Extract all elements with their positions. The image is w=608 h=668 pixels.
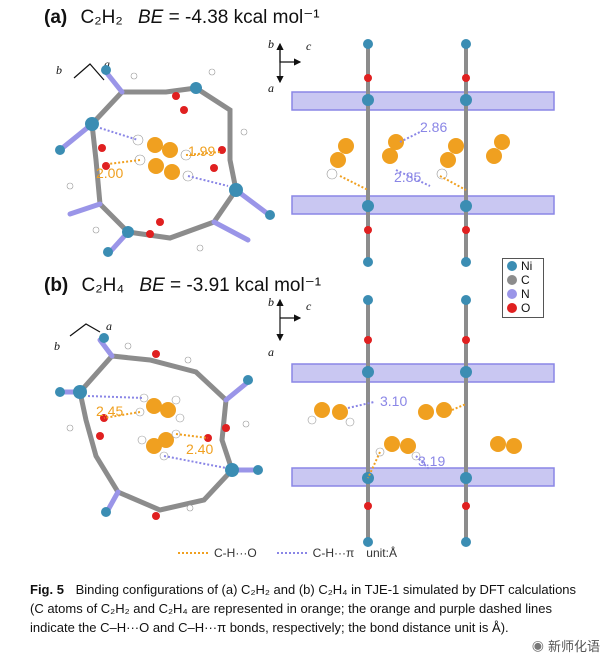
panel-b-label: (b) xyxy=(44,275,69,296)
panel-a-be-value: = -4.38 kcal mol⁻¹ xyxy=(168,7,320,28)
panel-b-left-axis-a: a xyxy=(106,319,112,333)
panel-a-left-axis-a: a xyxy=(104,57,110,71)
panel-b-be-label: BE xyxy=(139,275,165,296)
panel-a-distance-1: 1.99 xyxy=(188,143,215,159)
c-atom-icon xyxy=(507,275,517,285)
figure-caption: Fig. 5 Binding configurations of (a) C₂H… xyxy=(30,580,578,637)
ni-atom-icon xyxy=(507,261,517,271)
watermark: ◉ 新师化语 xyxy=(531,636,600,655)
panel-a-right-axis-c: c xyxy=(306,39,312,53)
caption-text: Binding configurations of (a) C₂H₂ and (… xyxy=(30,582,577,635)
panel-a-label: (a) xyxy=(44,7,68,28)
legend-item-o: O xyxy=(503,301,543,315)
panel-b-right-ethylene xyxy=(307,402,522,461)
panel-a-left-axis-b: b xyxy=(56,63,62,77)
panel-b-left-structure: b a xyxy=(54,319,263,520)
bond-legend-unit: unit:Å xyxy=(366,546,397,560)
purple-dash-icon xyxy=(276,552,307,554)
panel-b-molecule: C₂H₄ xyxy=(81,275,125,296)
legend-label-o: O xyxy=(521,301,531,315)
panel-b-distance-4: 3.19 xyxy=(418,453,445,469)
panel-a-right-structure: b c a 2.86 2.85 xyxy=(268,37,555,267)
legend-label-ni: Ni xyxy=(521,259,533,273)
panel-b-left-axis-b: b xyxy=(54,339,60,353)
panel-b-be-value: = -3.91 kcal mol⁻¹ xyxy=(170,275,322,296)
panel-a-molecule: C₂H₂ xyxy=(80,7,123,28)
orange-dash-icon xyxy=(178,552,208,554)
panel-b-ethylene xyxy=(135,393,185,461)
panel-b-distance-1: 2.45 xyxy=(96,403,123,419)
panel-b-title: (b) C₂H₄ BE = -3.91 kcal mol⁻¹ xyxy=(44,274,321,297)
panel-b-right-structure: b c a 3.10 3.19 xyxy=(268,295,555,547)
legend-item-ni: Ni xyxy=(503,259,543,273)
bond-legend-ch-pi: C-H···π xyxy=(312,546,355,560)
watermark-text: 新师化语 xyxy=(547,639,600,654)
panel-a-acetylene xyxy=(132,134,194,182)
panel-a-title: (a) C₂H₂ BE = -4.38 kcal mol⁻¹ xyxy=(44,6,320,29)
panel-a-distance-3: 2.86 xyxy=(420,119,447,135)
caption-fig-label: Fig. 5 xyxy=(30,582,64,597)
panel-b-distance-2: 2.40 xyxy=(186,441,213,457)
panel-a-distance-2: 2.00 xyxy=(96,165,123,181)
panel-b-distance-3: 3.10 xyxy=(380,393,407,409)
n-atom-icon xyxy=(507,289,517,299)
panel-a-right-axis-b: b xyxy=(268,37,274,51)
panel-b-right-axis-c: c xyxy=(306,299,312,313)
panel-a-right-axis-a: a xyxy=(268,81,274,95)
structure-figure: b a xyxy=(54,37,555,547)
bond-legend: C-H···O C-H···π unit:Å xyxy=(178,546,397,560)
panel-a-right-acetylene xyxy=(326,134,510,180)
wechat-icon: ◉ xyxy=(531,637,544,653)
panel-b-right-axis-a: a xyxy=(268,345,274,359)
o-atom-icon xyxy=(507,303,517,313)
legend-item-n: N xyxy=(503,287,543,301)
legend-label-c: C xyxy=(521,273,530,287)
panel-b-right-axis-b: b xyxy=(268,295,274,309)
atom-legend: Ni C N O xyxy=(502,258,544,318)
legend-label-n: N xyxy=(521,287,530,301)
panel-a-distance-4: 2.85 xyxy=(394,169,421,185)
legend-item-c: C xyxy=(503,273,543,287)
panel-a-be-label: BE xyxy=(138,7,164,28)
bond-legend-ch-o: C-H···O xyxy=(214,546,257,560)
panel-a-left-structure: b a xyxy=(55,57,275,257)
